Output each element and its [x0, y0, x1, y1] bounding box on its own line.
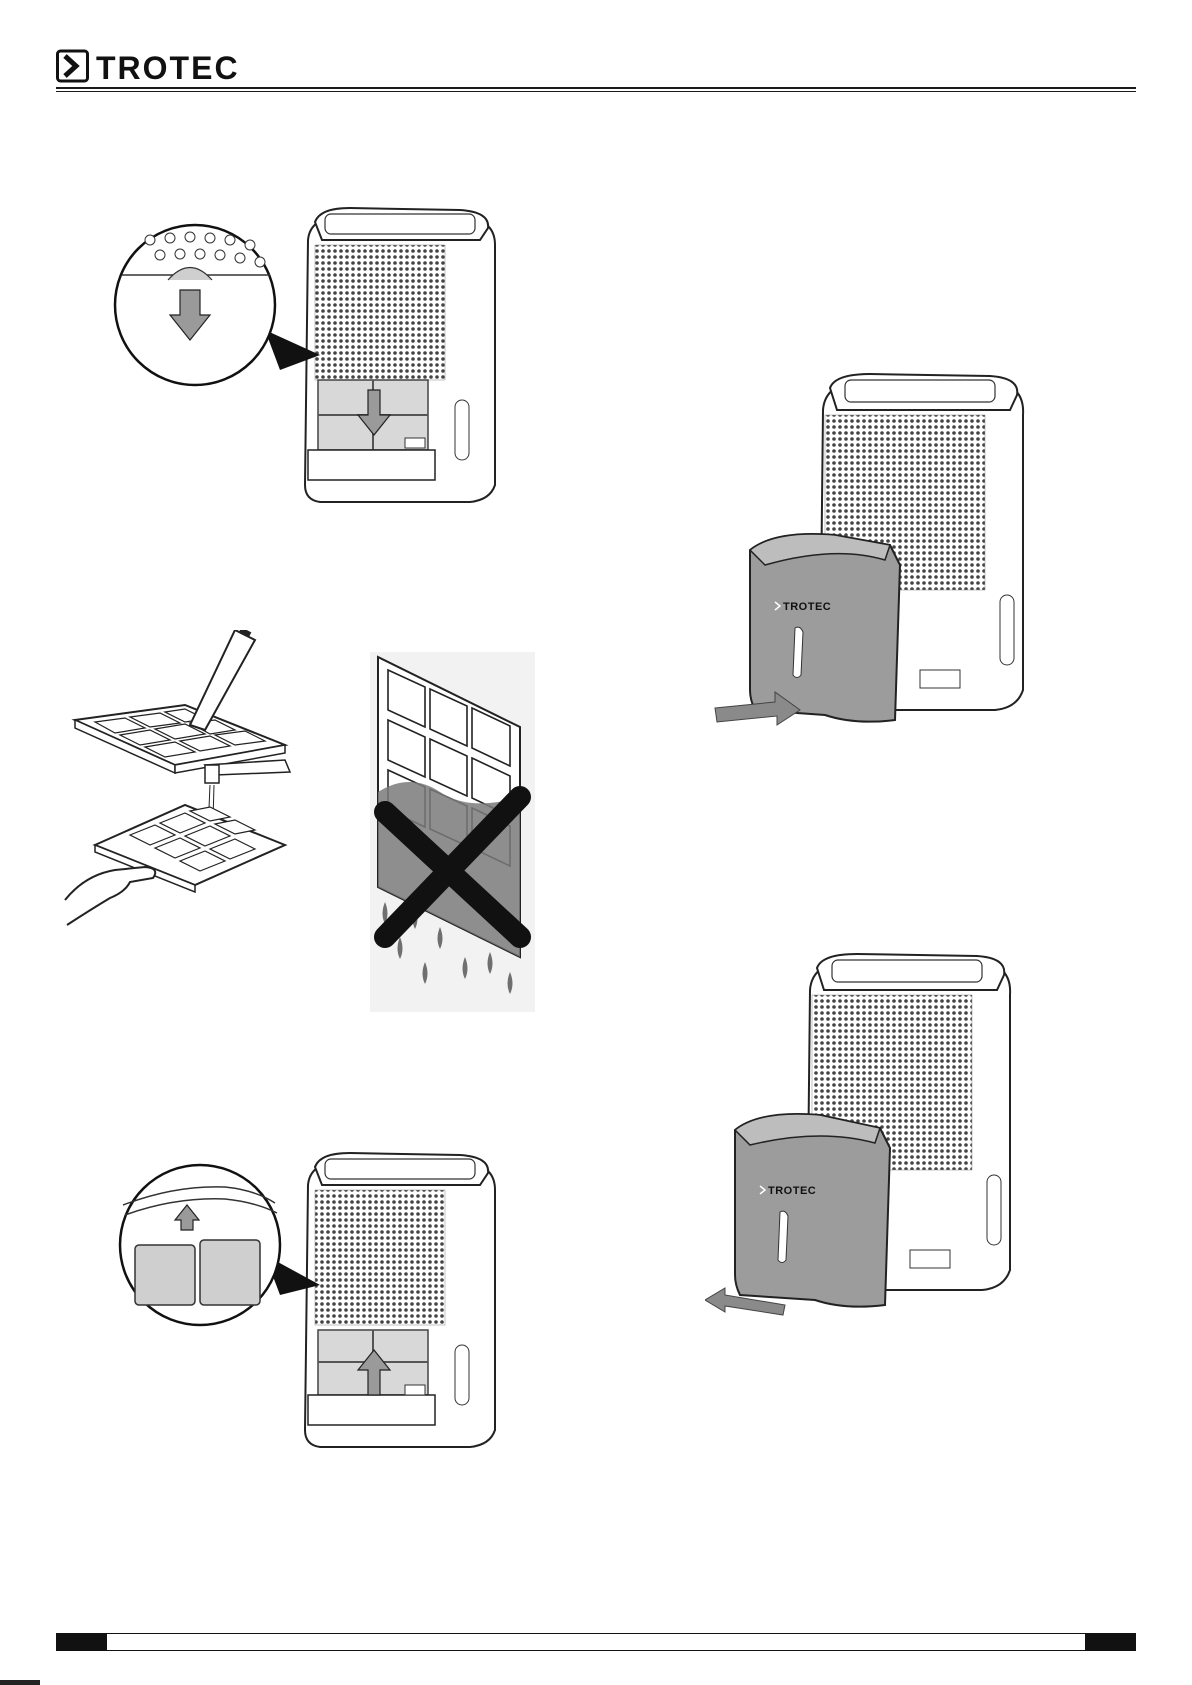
page-footer — [56, 1633, 1136, 1651]
tank-insert-illustration: TROTEC — [705, 370, 1035, 740]
trotec-logo: TROTEC — [56, 48, 306, 84]
footer-left-tab — [56, 1633, 106, 1651]
filter-insertion-illustration — [115, 1145, 500, 1455]
filter-cleaning-illustration — [55, 630, 295, 980]
filter-do-not-insert-wet-illustration — [370, 652, 535, 1012]
tank-brand-label: TROTEC — [768, 1185, 816, 1197]
footer-line — [106, 1633, 1086, 1651]
footer-right-tab — [1086, 1633, 1136, 1651]
header-rule-thin — [56, 91, 1136, 92]
vacuum-nozzle-icon — [75, 630, 285, 773]
tank-remove-illustration: TROTEC — [705, 950, 1035, 1320]
header-rule — [56, 87, 1136, 89]
brand-text: TROTEC — [96, 50, 240, 84]
page-edge-mark — [0, 1680, 40, 1685]
filter-removal-illustration — [110, 200, 500, 510]
dehumidifier-icon — [305, 208, 495, 502]
tank-brand-label: TROTEC — [783, 601, 831, 613]
trotec-logo-graphic: TROTEC — [56, 48, 306, 84]
